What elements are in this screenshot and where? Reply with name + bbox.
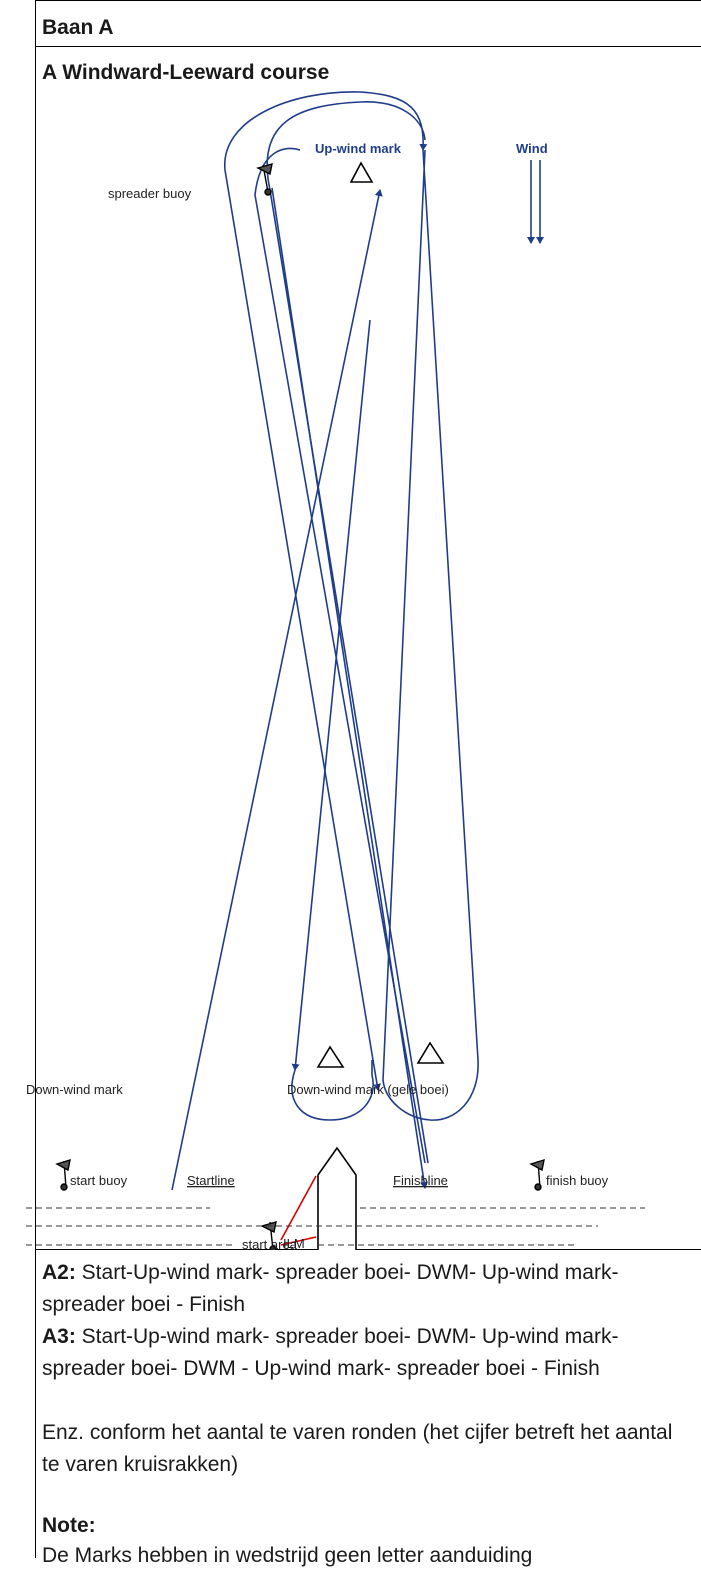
- course-a3-description: A3: Start-Up-wind mark- spreader boei- D…: [42, 1321, 692, 1385]
- diagram-divider: [35, 1249, 701, 1250]
- page-frame: [35, 0, 701, 1558]
- start-buoy-icon: [55, 1158, 71, 1191]
- a2-label: A2:: [42, 1261, 76, 1284]
- upwind-mark-icon: [349, 161, 374, 183]
- course-leg-start: [171, 189, 383, 1191]
- course-leg-inner: [254, 147, 426, 1164]
- course-title: A Windward-Leeward course: [42, 61, 330, 84]
- course-a2-description: A2: Start-Up-wind mark- spreader boei- D…: [42, 1257, 692, 1321]
- red-sight-lines: [280, 1175, 317, 1246]
- downwind-mark-left-icon: [316, 1045, 345, 1068]
- ilm-label: ILM: [283, 1236, 305, 1250]
- finishline-label: Finishline: [393, 1173, 448, 1188]
- course-diagram: Up-wind mark Wind spreader buoy Down-win…: [26, 91, 645, 1250]
- finish-buoy-icon: [529, 1158, 545, 1191]
- start-buoy-label: start buoy: [70, 1173, 128, 1188]
- wind-label: Wind: [516, 141, 548, 156]
- course-leg-outer: [266, 101, 429, 1164]
- upwind-loop-outer-leg: [224, 169, 381, 1091]
- rounds-note: Enz. conform het aantal te varen ronden …: [42, 1421, 673, 1476]
- finish-buoy-label: finish buoy: [546, 1173, 609, 1188]
- note-text: De Marks hebben in wedstrijd geen letter…: [42, 1544, 533, 1567]
- wind-arrows: [527, 160, 544, 244]
- course-leg-down-right: [382, 149, 479, 1121]
- downwind-loop-left: [291, 1060, 374, 1121]
- course-leg-down-left: [291, 319, 371, 1071]
- note-heading: Note:: [42, 1514, 96, 1537]
- downwind-mark-right-label: Down-wind mark (gele boei): [287, 1082, 449, 1097]
- start-area-label: start area: [242, 1237, 298, 1250]
- ilm-buoy-icon: [260, 1221, 277, 1250]
- spreader-buoy-label: spreader buoy: [108, 186, 192, 201]
- table-top-border: [35, 0, 701, 1]
- startline-label: Startline: [187, 1173, 235, 1188]
- downwind-mark-right-icon: [416, 1041, 445, 1064]
- a2-text: Start-Up-wind mark- spreader boei- DWM- …: [42, 1261, 619, 1316]
- a3-text: Start-Up-wind mark- spreader boei- DWM- …: [42, 1325, 619, 1380]
- committee-boat-icon: [317, 1146, 357, 1250]
- a3-label: A3:: [42, 1325, 76, 1348]
- section-title: Baan A: [42, 16, 114, 39]
- start-area-lines: [26, 1207, 645, 1246]
- header-divider: [35, 46, 701, 47]
- spreader-buoy-icon: [256, 163, 273, 196]
- downwind-mark-left-label: Down-wind mark: [26, 1082, 123, 1097]
- upwind-mark-label: Up-wind mark: [315, 141, 402, 156]
- finish-leg: [271, 187, 429, 1189]
- upwind-loop-outer: [224, 91, 428, 171]
